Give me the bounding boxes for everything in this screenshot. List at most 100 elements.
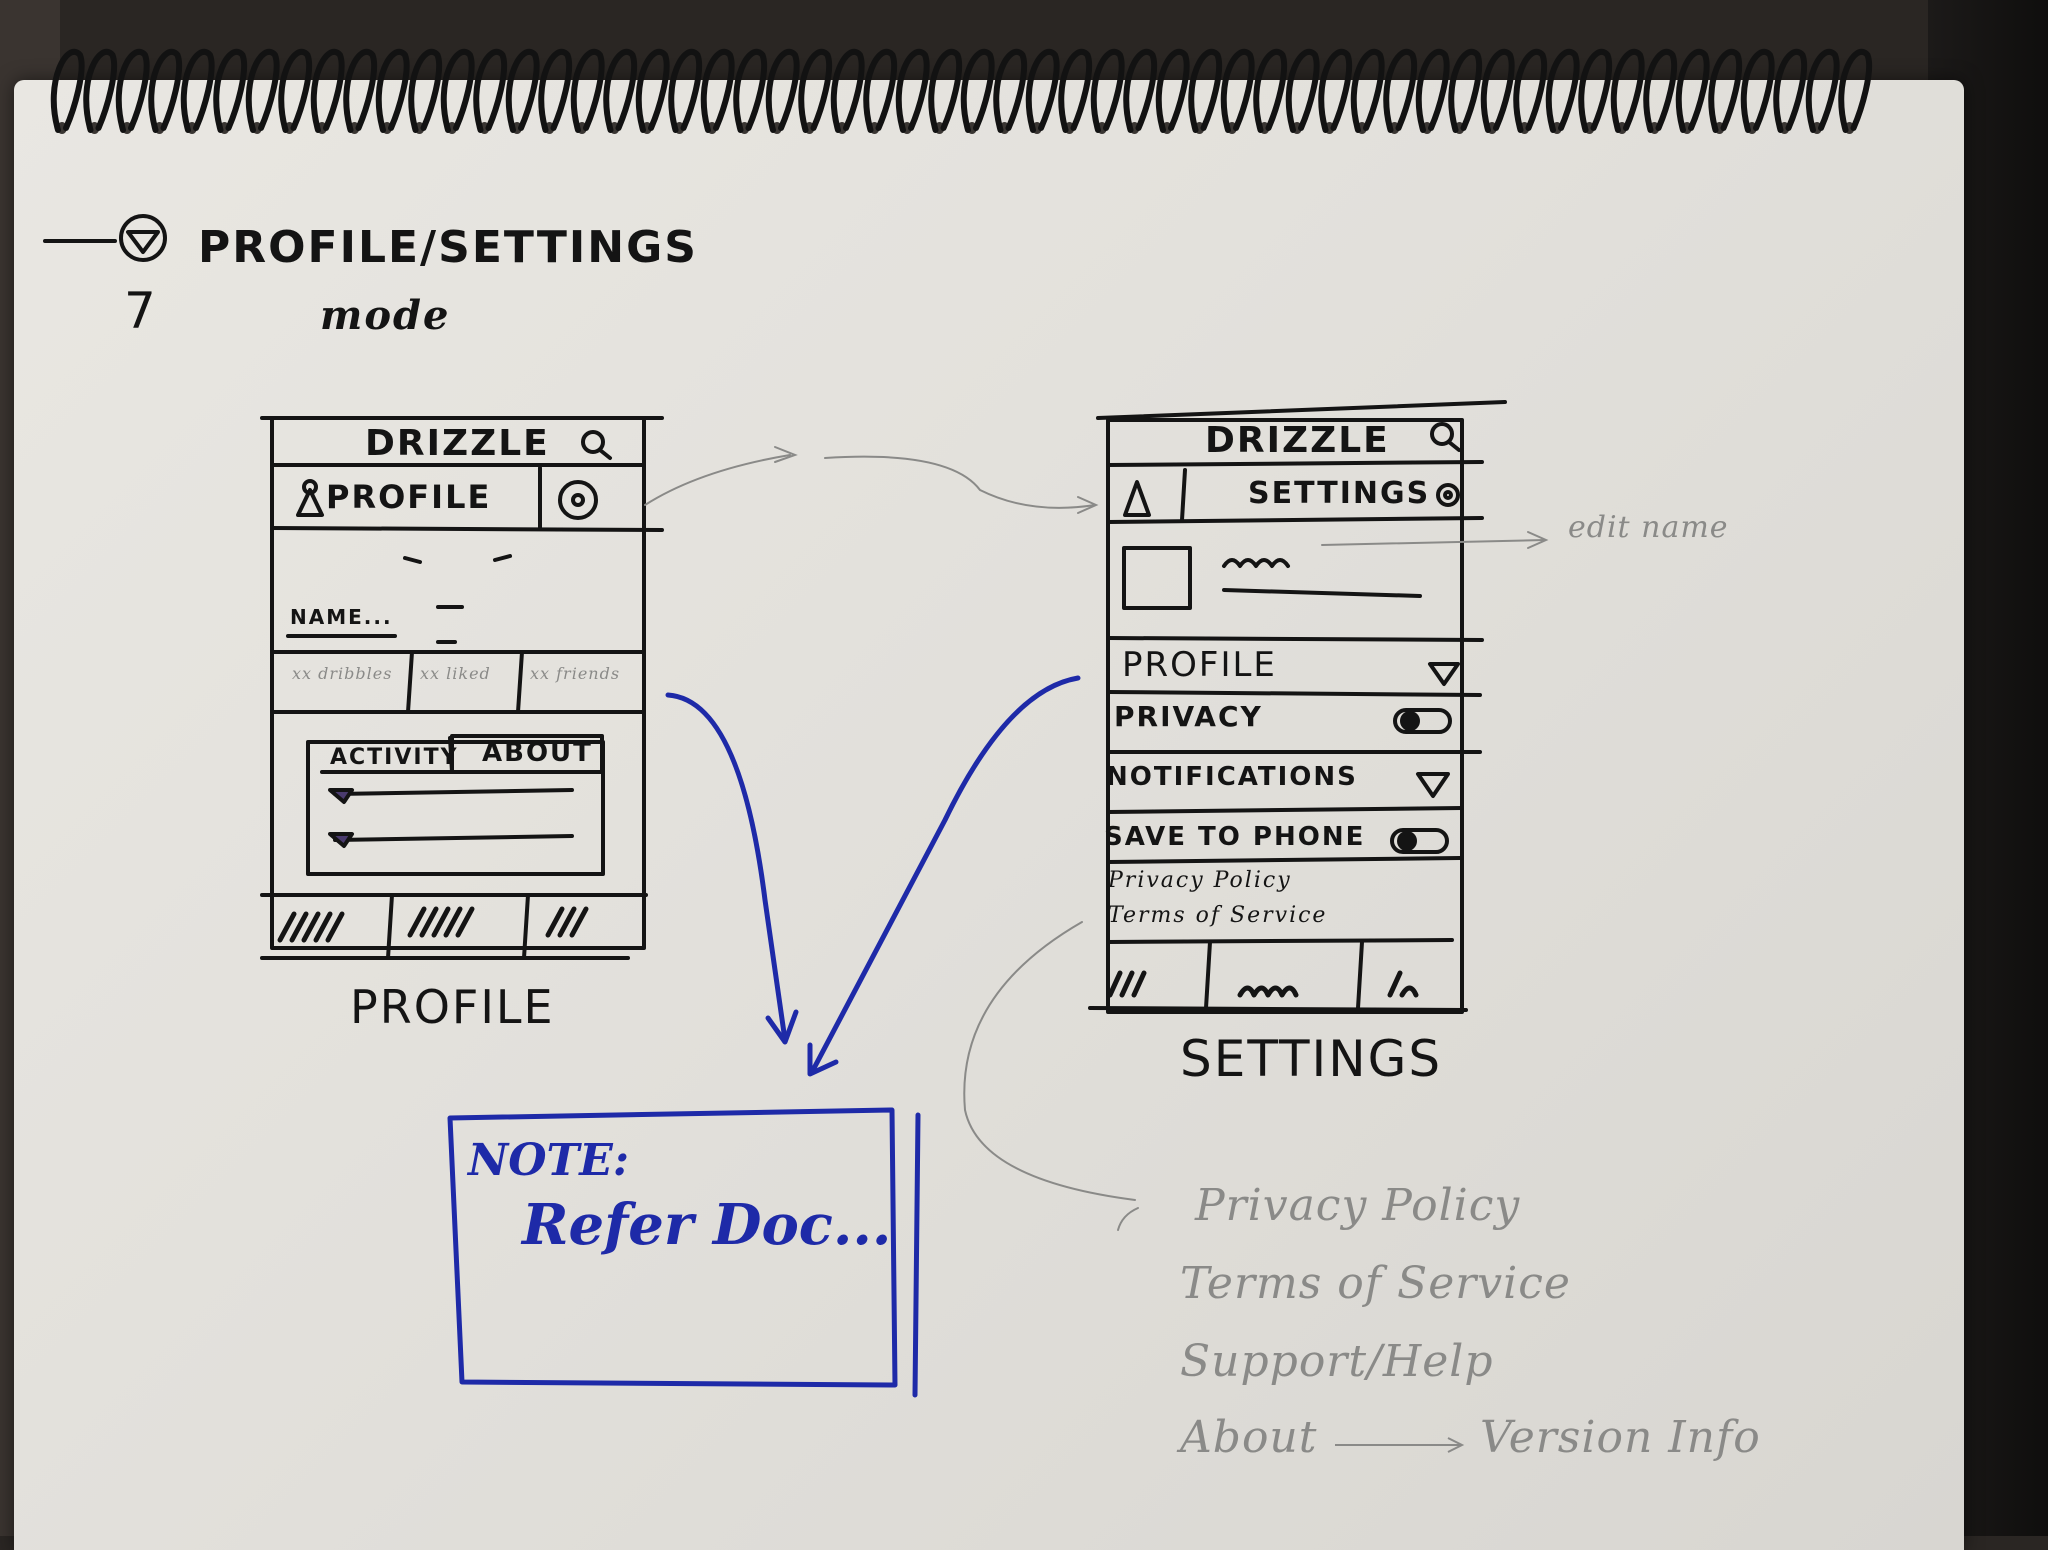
- spiral-loop: [1383, 49, 1418, 133]
- spiral-loop: [1708, 49, 1743, 133]
- save-toggle-icon: [1390, 828, 1449, 854]
- edit-name-note: edit name: [1568, 510, 1729, 545]
- spiral-loop: [310, 49, 345, 133]
- tab-icon-2: [407, 906, 475, 938]
- notifications-dropdown-icon: [1416, 772, 1450, 798]
- list-marker-icon: [328, 788, 354, 804]
- note-terms-of-service: Terms of Service: [1180, 1258, 1571, 1309]
- spiral-loop: [50, 49, 85, 133]
- spiral-loop: [213, 49, 248, 133]
- spiral-loop: [343, 49, 378, 133]
- profile-app-name: DRIZZLE: [365, 423, 550, 464]
- spiral-loop: [733, 49, 768, 133]
- spiral-loop: [700, 49, 735, 133]
- settings-row-privacy: PRIVACY: [1114, 700, 1263, 733]
- tab-icon-1: [277, 911, 345, 943]
- spiral-loop: [798, 49, 833, 133]
- spiral-loop: [408, 49, 443, 133]
- spiral-loop: [473, 49, 508, 133]
- spiral-loop: [1058, 49, 1093, 133]
- spiral-loop: [375, 49, 410, 133]
- spiral-loop: [1155, 49, 1190, 133]
- spiral-loop: [1675, 49, 1710, 133]
- note-about: About: [1180, 1412, 1318, 1463]
- note-support-help: Support/Help: [1180, 1336, 1494, 1387]
- note-version-info: Version Info: [1480, 1412, 1761, 1463]
- spiral-loop: [1415, 49, 1450, 133]
- pencil-connectors: [644, 446, 1549, 1231]
- gear-icon: [558, 480, 598, 520]
- note-box: [447, 1107, 898, 1388]
- sketchbook-page: [14, 80, 1964, 1550]
- spiral-loop: [830, 49, 865, 133]
- spiral-loop: [1480, 49, 1515, 133]
- name-scribble: [1222, 558, 1290, 568]
- spiral-loop: [148, 49, 183, 133]
- spiral-loop: [895, 49, 930, 133]
- spiral-loop: [1025, 49, 1060, 133]
- blue-arrows: [447, 675, 1081, 1398]
- spiral-loop: [960, 49, 995, 133]
- spiral-loop: [1838, 49, 1873, 133]
- person-icon: [296, 488, 324, 517]
- spiral-loop: [1578, 49, 1613, 133]
- stat-friends: xx friends: [530, 664, 621, 683]
- spiral-loop: [1773, 49, 1808, 133]
- spiral-loop: [1513, 49, 1548, 133]
- settings-link-privacy: Privacy Policy: [1108, 868, 1292, 893]
- stat-dribbles: xx dribbles: [292, 664, 393, 683]
- spiral-loop: [1610, 49, 1645, 133]
- profile-wireframe: [260, 416, 664, 960]
- settings-row-save-to-phone: SAVE TO PHONE: [1104, 822, 1366, 852]
- spiral-loop: [505, 49, 540, 133]
- spiral-loop: [1220, 49, 1255, 133]
- settings-link-terms: Terms of Service: [1108, 903, 1328, 928]
- settings-wireframe: [1088, 400, 1507, 1014]
- spiral-loop: [1350, 49, 1385, 133]
- spiral-loop: [278, 49, 313, 133]
- spiral-loop: [1448, 49, 1483, 133]
- tab-activity: ACTIVITY: [330, 745, 459, 770]
- spiral-loop: [668, 49, 703, 133]
- profile-caption: PROFILE: [350, 980, 555, 1034]
- settings-row-profile: PROFILE: [1122, 645, 1277, 685]
- search-icon: [581, 430, 605, 454]
- tree-icon: [1123, 480, 1151, 517]
- spiral-loop: [1643, 49, 1678, 133]
- spiral-loop: [1188, 49, 1223, 133]
- tab-icon-5: [1237, 985, 1299, 998]
- spiral-loop: [180, 49, 215, 133]
- avatar: [1122, 546, 1192, 610]
- tab-icon-3: [545, 906, 589, 938]
- privacy-toggle-icon: [1393, 708, 1452, 734]
- funnel-icon: [126, 230, 160, 254]
- tab-icon-4: [1107, 970, 1147, 998]
- page-title: PROFILE/SETTINGS: [198, 222, 698, 273]
- spiral-loop: [1090, 49, 1125, 133]
- spiral-loop: [635, 49, 670, 133]
- spiral-loop: [245, 49, 280, 133]
- name-label: NAME...: [290, 605, 393, 629]
- search-icon-2: [1430, 422, 1454, 446]
- tab-icon-6: [1387, 970, 1419, 998]
- settings-gear-icon: [1436, 483, 1460, 507]
- settings-app-name: DRIZZLE: [1205, 420, 1390, 461]
- spiral-loop: [1740, 49, 1775, 133]
- stat-liked: xx liked: [420, 664, 491, 683]
- spiral-binding: [50, 49, 1873, 134]
- note-privacy-policy: Privacy Policy: [1195, 1180, 1521, 1231]
- spiral-loop: [1285, 49, 1320, 133]
- profile-header-label: PROFILE: [326, 478, 492, 516]
- spiral-loop: [993, 49, 1028, 133]
- spiral-loop: [440, 49, 475, 133]
- spiral-loop: [765, 49, 800, 133]
- about-arrow: [1335, 1437, 1465, 1453]
- page-subtitle: mode: [320, 292, 451, 339]
- page-number: 7: [124, 282, 158, 340]
- spiral-loop: [863, 49, 898, 133]
- spiral-loop: [1805, 49, 1840, 133]
- spiral-loop: [1318, 49, 1353, 133]
- list-marker-icon-2: [328, 832, 354, 848]
- spiral-loop: [1123, 49, 1158, 133]
- spiral-loop: [603, 49, 638, 133]
